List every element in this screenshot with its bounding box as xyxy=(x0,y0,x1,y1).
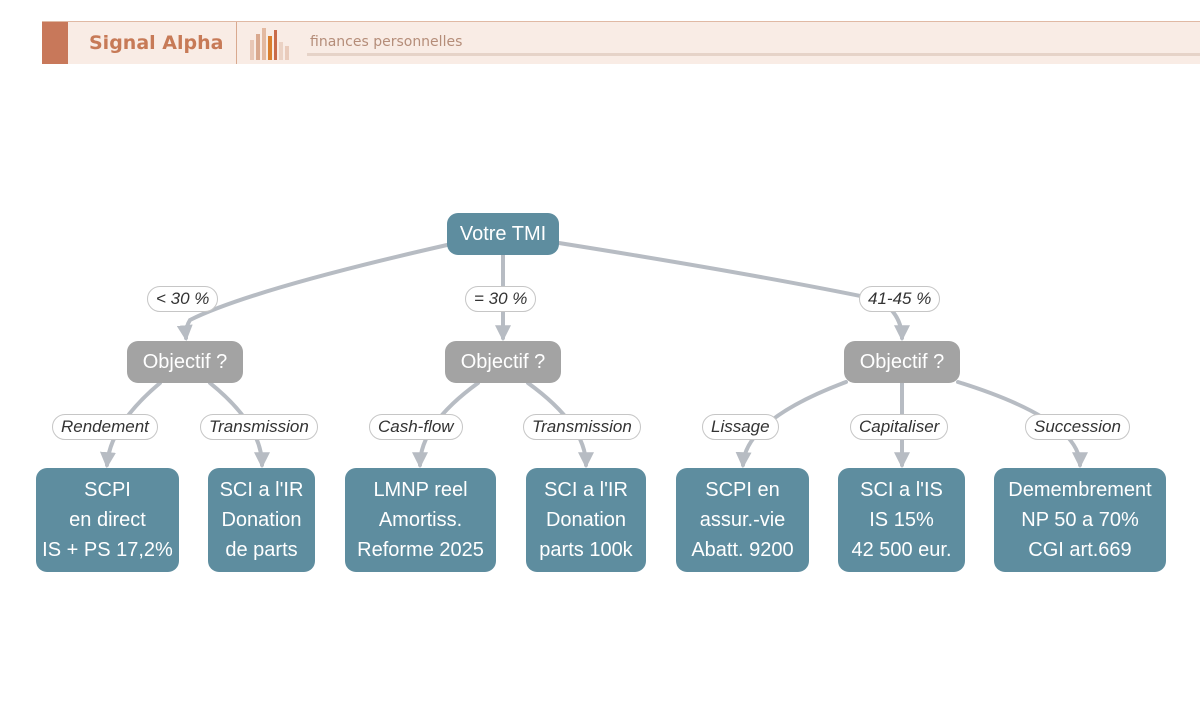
leaf-line: parts 100k xyxy=(539,539,633,561)
leaf-line: SCI a l'IR xyxy=(219,479,304,501)
leaf-line: Donation xyxy=(221,509,302,531)
branch-label-lt30: < 30 % xyxy=(147,286,219,312)
leaf-line: NP 50 a 70% xyxy=(1021,509,1139,531)
root-node[interactable]: Votre TMI xyxy=(447,213,559,255)
leaf-sci-ir-parts[interactable]: SCI a l'IR Donation parts 100k xyxy=(526,468,646,572)
leaf-line: Amortiss. xyxy=(378,509,463,531)
leaf-sci-ir-donation[interactable]: SCI a l'IR Donation de parts xyxy=(208,468,315,572)
leaf-line: CGI art.669 xyxy=(1028,539,1132,561)
option-label-capitaliser: Capitaliser xyxy=(850,414,949,440)
leaf-line: 42 500 eur. xyxy=(851,539,952,561)
leaf-line: IS + PS 17,2% xyxy=(42,539,173,561)
leaf-sci-is[interactable]: SCI a l'IS IS 15% 42 500 eur. xyxy=(838,468,965,572)
leaf-line: assur.-vie xyxy=(699,509,786,531)
option-label-succession: Succession xyxy=(1025,414,1130,440)
option-label-transmission-1: Transmission xyxy=(200,414,318,440)
header-divider xyxy=(236,22,237,64)
leaf-line: Abatt. 9200 xyxy=(691,539,794,561)
leaf-line: de parts xyxy=(225,539,298,561)
edge-root-41-45 xyxy=(557,241,910,342)
leaf-line: IS 15% xyxy=(869,509,934,531)
leaf-scpi-direct[interactable]: SCPI en direct IS + PS 17,2% xyxy=(36,468,179,572)
branch-label-41-45: 41-45 % xyxy=(859,286,941,312)
header-accent-block xyxy=(42,22,68,64)
leaf-lmnp-reel[interactable]: LMNP reel Amortiss. Reforme 2025 xyxy=(345,468,496,572)
option-label-cashflow: Cash-flow xyxy=(369,414,463,440)
question-node-lt30[interactable]: Objectif ? xyxy=(127,341,243,383)
branch-label-eq30: = 30 % xyxy=(465,286,537,312)
leaf-line: en direct xyxy=(69,509,146,531)
option-label-rendement: Rendement xyxy=(52,414,158,440)
brand-name[interactable]: Signal Alpha xyxy=(89,32,224,54)
leaf-line: Reforme 2025 xyxy=(357,539,484,561)
leaf-demembrement[interactable]: Demembrement NP 50 a 70% CGI art.669 xyxy=(994,468,1166,572)
tagline: finances personnelles xyxy=(310,34,463,50)
question-node-eq30[interactable]: Objectif ? xyxy=(445,341,561,383)
bar-chart-logo-icon xyxy=(250,28,289,60)
leaf-line: SCI a l'IS xyxy=(860,479,943,501)
edge-root-lt30 xyxy=(176,243,449,342)
question-node-41-45[interactable]: Objectif ? xyxy=(844,341,960,383)
header-rule xyxy=(307,53,1200,56)
leaf-line: Donation xyxy=(545,509,627,531)
leaf-line: Demembrement xyxy=(1008,479,1152,501)
leaf-line: SCPI xyxy=(84,479,131,501)
leaf-scpi-assurance-vie[interactable]: SCPI en assur.-vie Abatt. 9200 xyxy=(676,468,809,572)
leaf-line: LMNP reel xyxy=(373,479,468,501)
option-label-lissage: Lissage xyxy=(702,414,779,440)
header-bar: Signal Alpha finances personnelles xyxy=(42,21,1200,64)
option-label-transmission-2: Transmission xyxy=(523,414,641,440)
leaf-line: SCPI en xyxy=(705,479,780,501)
leaf-line: SCI a l'IR xyxy=(544,479,628,501)
